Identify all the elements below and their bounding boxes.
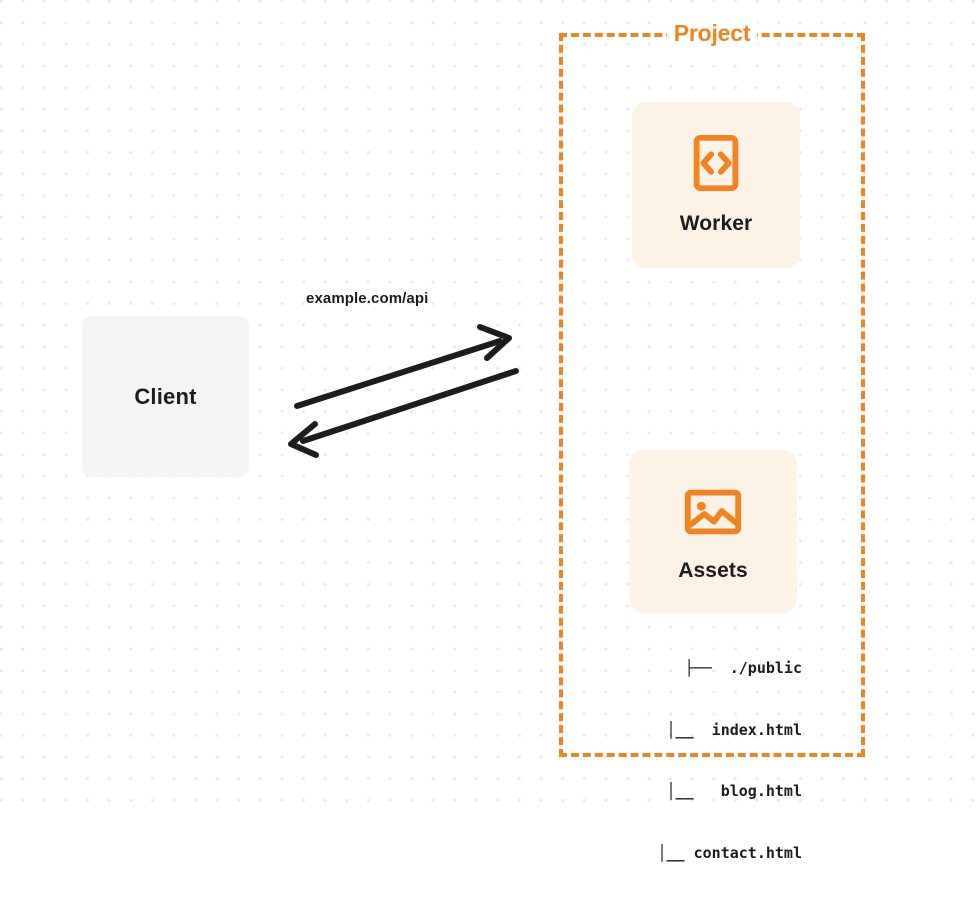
file-tree-row: │__ blog.html bbox=[666, 782, 802, 800]
image-picture-icon bbox=[684, 489, 742, 534]
file-tree-row: │__ contact.html bbox=[657, 843, 803, 862]
node-assets[interactable]: Assets bbox=[629, 450, 797, 613]
file-tree-row: │__ index.html bbox=[666, 720, 802, 739]
diagram-canvas: Client Project Worker Assets ├── ./publi… bbox=[0, 0, 980, 862]
node-client[interactable]: Client bbox=[82, 316, 249, 477]
response-arrow bbox=[288, 368, 519, 458]
node-worker[interactable]: Worker bbox=[632, 102, 800, 268]
connection-label: example.com/api bbox=[306, 290, 429, 307]
node-client-label: Client bbox=[134, 383, 197, 409]
group-project-title-text: Project bbox=[666, 20, 758, 46]
request-arrow bbox=[294, 324, 512, 409]
assets-file-tree: ├── ./public │__ index.html │__ blog.htm… bbox=[606, 617, 803, 904]
group-project-title: Project bbox=[559, 20, 865, 46]
node-assets-label: Assets bbox=[678, 558, 748, 582]
node-worker-label: Worker bbox=[679, 212, 753, 235]
file-tree-row: ├── ./public bbox=[684, 659, 802, 677]
code-brackets-icon bbox=[693, 134, 739, 192]
